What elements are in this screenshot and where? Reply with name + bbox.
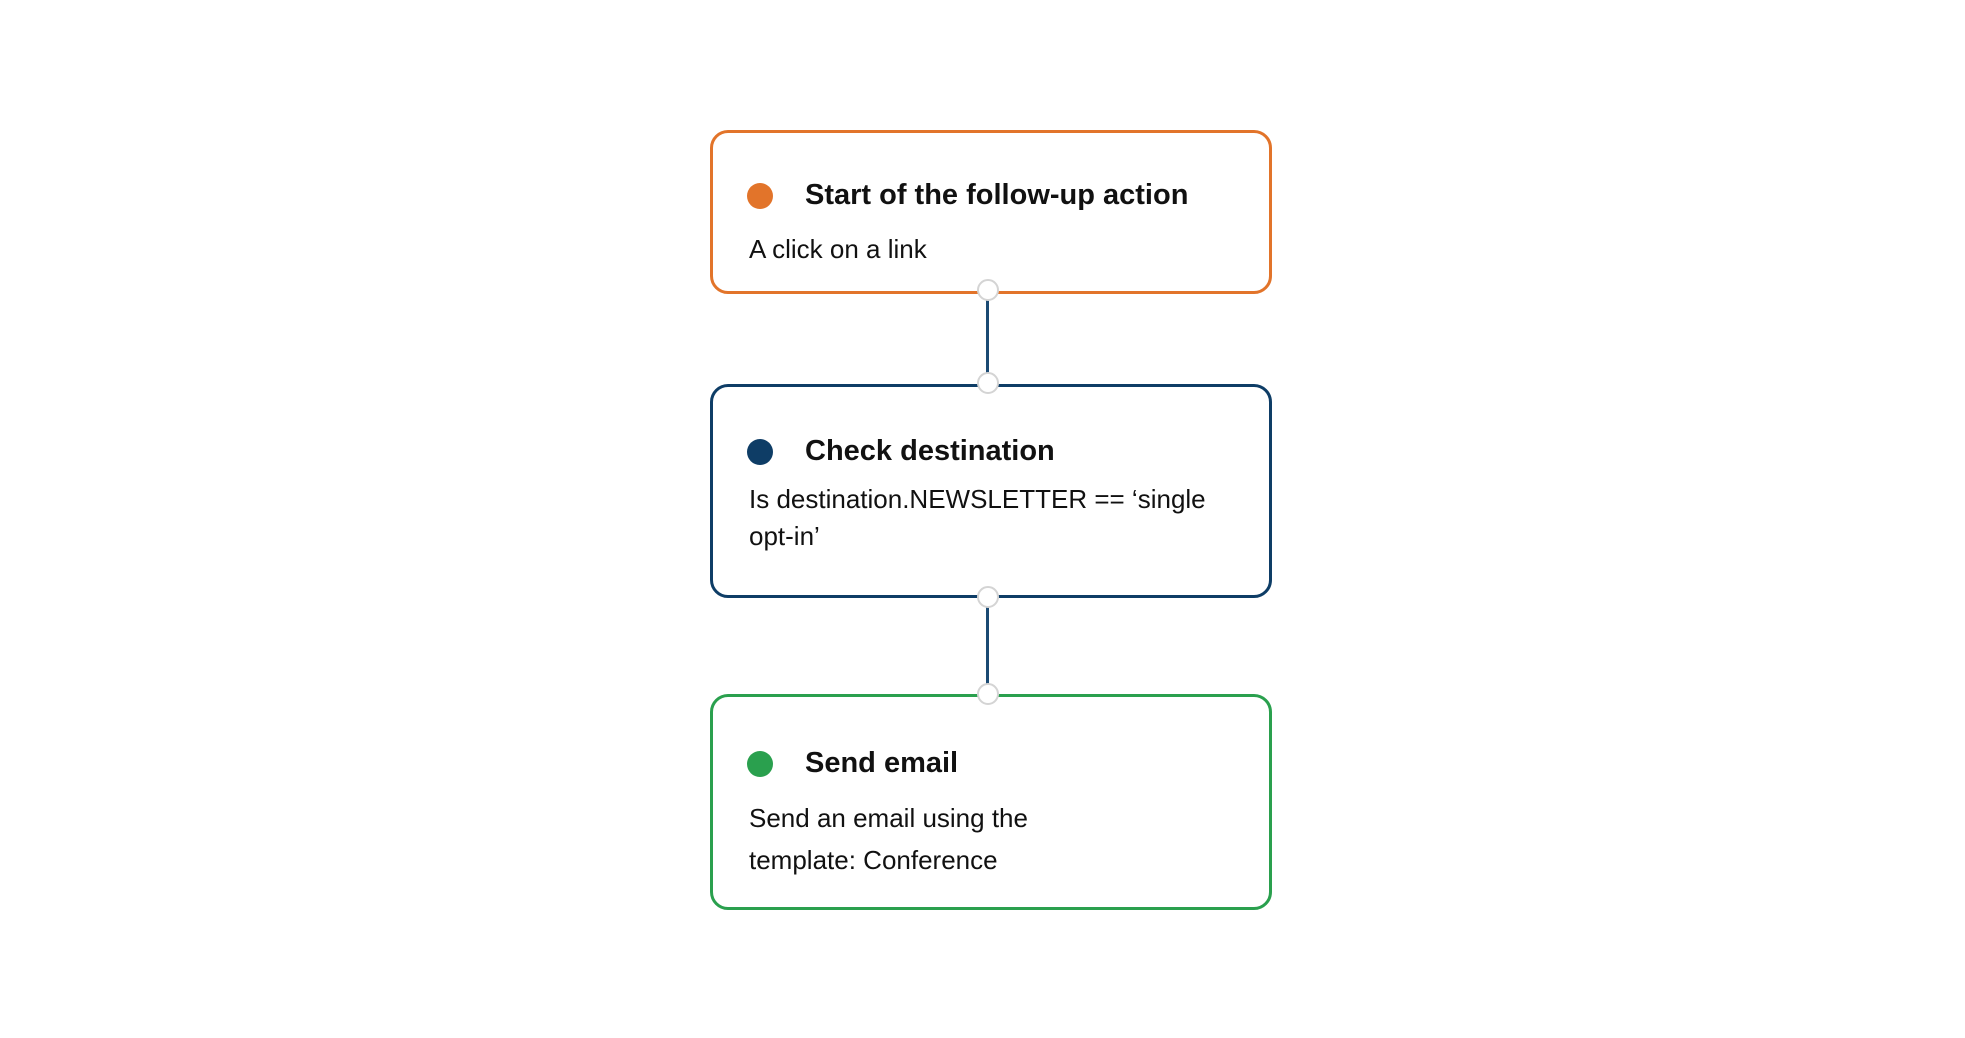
send-node[interactable]: Send email Send an email using the templ… <box>710 694 1272 910</box>
start-node[interactable]: Start of the follow-up action A click on… <box>710 130 1272 294</box>
start-status-dot <box>747 183 773 209</box>
check-node[interactable]: Check destination Is destination.NEWSLET… <box>710 384 1272 598</box>
start-node-title: Start of the follow-up action <box>805 179 1189 211</box>
start-output-port[interactable] <box>977 279 999 301</box>
connector-start-to-check <box>986 291 989 384</box>
connector-check-to-send <box>986 598 989 694</box>
check-output-port[interactable] <box>977 586 999 608</box>
send-status-dot <box>747 751 773 777</box>
send-input-port[interactable] <box>977 683 999 705</box>
check-input-port[interactable] <box>977 372 999 394</box>
check-status-dot <box>747 439 773 465</box>
send-node-description: Send an email using the template: Confer… <box>749 803 1028 875</box>
check-node-title: Check destination <box>805 435 1055 467</box>
start-node-description: A click on a link <box>749 234 927 264</box>
send-node-title: Send email <box>805 747 959 779</box>
check-node-description: Is destination.NEWSLETTER == ‘single opt… <box>749 484 1206 551</box>
